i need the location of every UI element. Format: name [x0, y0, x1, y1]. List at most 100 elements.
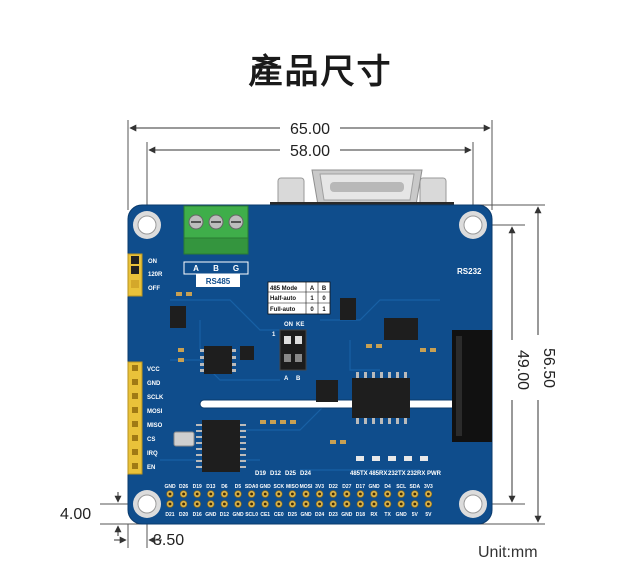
- header-bottom-label: GND: [205, 512, 217, 518]
- mode-table-row1-a: 1: [310, 296, 314, 302]
- header-top-label: D19: [193, 484, 202, 490]
- led-label-485tx: 485TX: [350, 471, 368, 477]
- header-bottom-label: 5V: [425, 512, 432, 518]
- header-pin-hole: [250, 492, 254, 496]
- terminal-label-a: A: [193, 264, 199, 273]
- header-pin-hole: [427, 492, 430, 496]
- header-top-label: D4: [384, 484, 391, 490]
- header-pin-hole: [359, 502, 362, 506]
- header-top-label: GND: [368, 484, 380, 490]
- header-pin-hole: [263, 502, 267, 506]
- components: [170, 292, 492, 472]
- header-top-label: D17: [356, 484, 365, 490]
- header-pin-hole: [236, 492, 240, 496]
- header-pin-hole: [427, 502, 430, 506]
- header-bottom-label: GND: [232, 512, 244, 518]
- header-pin-hole: [209, 502, 213, 506]
- header-pin-hole: [372, 492, 376, 496]
- dim-text-hole-spacing-y: 49.00: [514, 350, 531, 390]
- header-pin-hole: [209, 492, 213, 496]
- header-bottom-label: TX: [384, 512, 391, 518]
- led-label-232tx: 232TX: [388, 471, 406, 477]
- header-bottom-label: D25: [288, 512, 297, 518]
- switch-label-1: 1: [272, 332, 276, 338]
- header-top-label: GND: [164, 484, 176, 490]
- pin-label-mosi: MOSI: [147, 409, 163, 415]
- header-pin-hole: [331, 492, 335, 496]
- switch-label-ke: KE: [296, 322, 304, 328]
- header-pin-hole: [263, 492, 267, 496]
- gpio-label-d19: D19: [255, 471, 267, 477]
- rs485-label: RS485: [206, 277, 231, 286]
- pin-label-en: EN: [147, 465, 155, 471]
- dim-text-hole-spacing-x: 58.00: [290, 143, 330, 160]
- header-top-label: D6: [221, 484, 228, 490]
- mode-table-row2-name: Full-auto: [270, 307, 296, 313]
- gpio-label-d25: D25: [285, 471, 297, 477]
- dim-text-hole-offset-x: 3.50: [153, 532, 184, 549]
- header-top-label: D22: [329, 484, 338, 490]
- dim-text-hole-offset-y: 4.00: [60, 506, 91, 523]
- header-pin-hole: [182, 502, 186, 506]
- dim-overall-width: 65.00: [129, 121, 491, 138]
- header-top-label: D5: [235, 484, 242, 490]
- header-pin-hole: [277, 502, 281, 506]
- led-label-pwr: PWR: [427, 471, 442, 477]
- led-label-485rx: 485RX: [369, 471, 387, 477]
- jumper-label-off: OFF: [148, 286, 160, 292]
- header-pin-hole: [291, 502, 294, 506]
- header-pin-hole: [345, 492, 349, 496]
- header-bottom-label: 5V: [412, 512, 419, 518]
- mode-table: [267, 281, 331, 315]
- header-pin-hole: [399, 502, 403, 506]
- header-top-label: 3V3: [424, 484, 433, 490]
- header-pin-hole: [250, 502, 254, 506]
- header-bottom-label: CE1: [260, 512, 270, 518]
- pin-label-sclk: SCLK: [147, 395, 164, 401]
- header-pin-hole: [195, 492, 199, 496]
- header-top-label: MISO: [286, 484, 299, 490]
- header-pin-hole: [413, 502, 417, 506]
- dim-hole-offset-x: 3.50: [114, 532, 184, 549]
- header-pin-hole: [386, 502, 389, 506]
- header-pin-hole: [345, 502, 349, 506]
- dim-hole-spacing-x: 58.00: [148, 143, 472, 160]
- header-pin-hole: [386, 492, 389, 496]
- rs232-label: RS232: [457, 267, 482, 276]
- header-bottom-label: D24: [315, 512, 324, 518]
- dim-text-overall-height: 56.50: [540, 348, 557, 388]
- jumper-label-120r: 120R: [148, 272, 163, 278]
- header-pin-hole: [413, 492, 417, 496]
- switch-label-a: A: [284, 376, 289, 382]
- rs485-terminal-block: [183, 205, 249, 255]
- header-bottom-label: D12: [220, 512, 229, 518]
- header-top-label: D13: [206, 484, 215, 490]
- header-top-label: D26: [179, 484, 188, 490]
- header-bottom-label: GND: [300, 512, 312, 518]
- mode-table-header-a: A: [310, 286, 315, 292]
- header-pin-hole: [291, 492, 294, 496]
- dim-hole-offset-y: 4.00: [60, 492, 122, 536]
- header-bottom-label: SCL0: [245, 512, 258, 518]
- pin-label-vcc: VCC: [147, 367, 160, 373]
- switch-label-b: B: [296, 376, 301, 382]
- header-top-label: MOSI: [300, 484, 313, 490]
- dim-overall-height: 56.50: [534, 206, 557, 523]
- terminal-label-b: B: [213, 264, 219, 273]
- pin-label-miso: MISO: [147, 423, 163, 429]
- header-top-label: D27: [342, 484, 351, 490]
- header-pin-hole: [359, 492, 362, 496]
- header-bottom-label: D18: [356, 512, 365, 518]
- mounting-holes: [133, 211, 487, 518]
- header-pin-hole: [318, 492, 321, 496]
- termination-jumper: [127, 253, 143, 297]
- terminal-label-g: G: [233, 264, 239, 273]
- header-pin-hole: [182, 492, 186, 496]
- pin-label-cs: CS: [147, 437, 155, 443]
- pin-label-irq: IRQ: [147, 451, 158, 457]
- header-pin-hole: [168, 502, 172, 506]
- header-pin-hole: [304, 492, 308, 496]
- header-pin-hole: [372, 502, 376, 506]
